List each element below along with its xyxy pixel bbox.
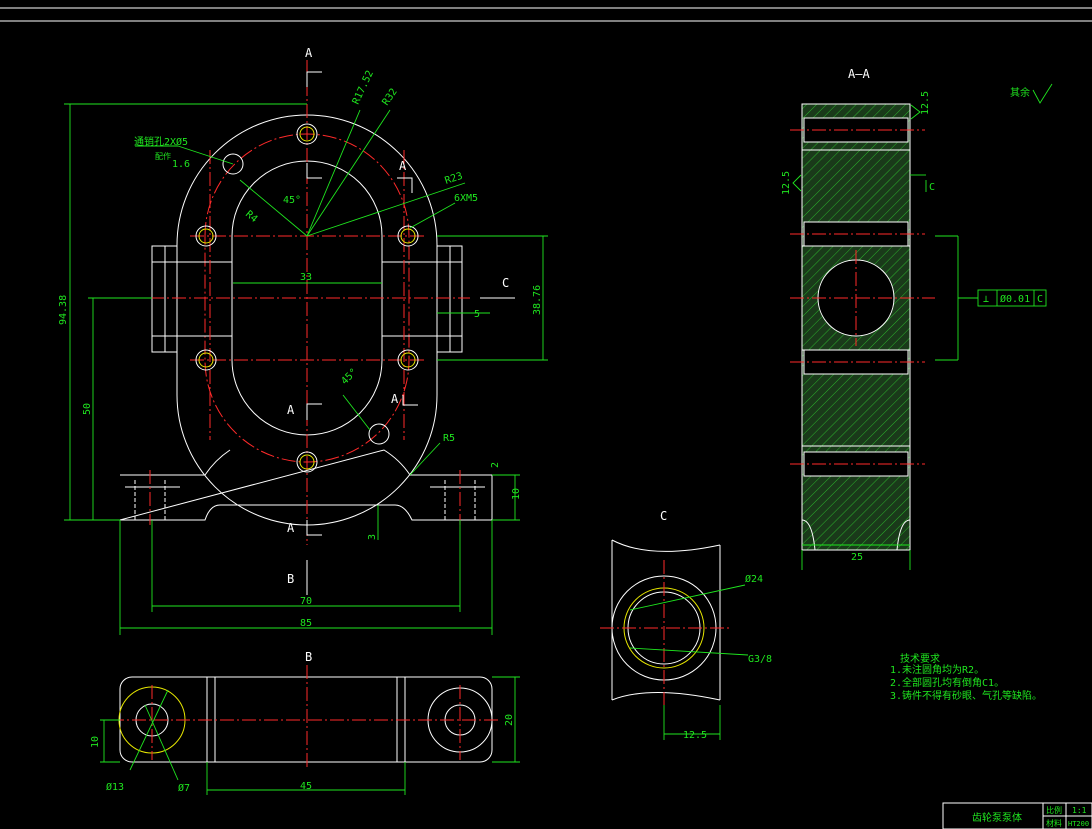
view-c-title: C (660, 509, 667, 523)
dim-through-hole: 通销孔2XØ5 (134, 135, 188, 148)
dim-width-33: 33 (300, 272, 312, 283)
tolerance-symbol: ⊥ (983, 294, 989, 305)
notes: 其余 技术要求 1.未注圆角均为R2。 2.全部圆孔均有倒角C1。 3.铸件不得… (890, 86, 1042, 702)
tech-requirements-title: 技术要求 (900, 652, 940, 665)
main-view (119, 60, 515, 595)
dim-b-width-45: 45 (300, 781, 312, 792)
sheet-border (0, 7, 1092, 22)
dim-c-thread: G3/8 (748, 654, 772, 665)
tolerance-value: Ø0.01 (1000, 293, 1030, 305)
dim-aa-datum: C (929, 182, 935, 193)
dim-r23: R23 (444, 171, 465, 187)
tech-requirement-2: 2.全部圆孔均有倒角C1。 (890, 676, 1004, 689)
section-label-a-top: A (305, 46, 313, 60)
dim-height-38-76: 38.76 (532, 285, 543, 315)
dim-aa-roughness-left: 12.5 (781, 171, 792, 195)
section-aa-view (790, 83, 1053, 570)
dim-angle-45-top: 45° (283, 195, 301, 206)
dim-c-width-12-5: 12.5 (683, 730, 707, 741)
dim-roughness-1-6: 1.6 (172, 159, 190, 170)
dim-aa-roughness-top: 12.5 (920, 91, 931, 115)
material-label: 材料 (1046, 818, 1062, 828)
dim-angle-45-bottom: 45° (339, 367, 360, 388)
view-arrow-c-label: C (502, 276, 509, 290)
bolt-hole-group (195, 123, 419, 473)
main-view-dimensions (64, 103, 548, 635)
scale-label: 比例 (1046, 805, 1062, 815)
dim-2: 2 (490, 462, 501, 468)
dim-width-70: 70 (300, 596, 312, 607)
dim-height-50: 50 (82, 403, 93, 415)
material-value: HT200 (1068, 820, 1089, 828)
dim-r17-5: R17.52 (351, 69, 376, 106)
section-label-a-bottom: A (287, 521, 295, 535)
section-label-a-right: A (399, 159, 407, 173)
view-b-title: B (305, 650, 312, 664)
section-label-a-mid-right: A (391, 392, 399, 406)
tech-requirement-3: 3.铸件不得有砂眼、气孔等缺陷。 (890, 689, 1042, 702)
tech-requirement-1: 1.未注圆角均为R2。 (890, 663, 984, 676)
view-arrow-b-label: B (287, 572, 294, 586)
dim-aa-width-25: 25 (851, 552, 863, 563)
tolerance-datum: C (1037, 294, 1043, 305)
part-name: 齿轮泵泵体 (972, 811, 1022, 824)
title-block (942, 802, 1092, 829)
dim-r32: R32 (380, 87, 399, 108)
dim-b-dia-7: Ø7 (178, 782, 190, 794)
dim-height-94-38: 94.38 (58, 295, 69, 325)
section-label-a-mid: A (287, 403, 295, 417)
view-b (100, 665, 520, 795)
dim-thread-holes: 6XM5 (454, 193, 478, 204)
rest-roughness-note: 其余 (1010, 86, 1030, 99)
dim-b-dia-13: Ø13 (106, 781, 124, 793)
dim-small-r4: R4 (243, 209, 259, 225)
dim-3: 3 (367, 534, 378, 540)
dim-10-side: 10 (511, 488, 522, 500)
section-aa-title: A—A (848, 67, 870, 81)
dim-r5: R5 (443, 433, 455, 444)
view-c (600, 539, 749, 740)
dim-b-10: 10 (90, 736, 101, 748)
scale-value: 1:1 (1072, 806, 1087, 815)
view-labels: A A A A A C B A—A C B (287, 46, 870, 664)
dim-b-20: 20 (504, 714, 515, 726)
dim-5: 5 (474, 309, 480, 320)
dim-c-dia-24: Ø24 (745, 573, 763, 585)
dim-fit-label: 配作 (155, 151, 171, 161)
dim-width-85: 85 (300, 618, 312, 629)
dimension-labels: R17.52 R32 R23 6XM5 通销孔2XØ5 配作 1.6 45° 4… (58, 69, 1043, 794)
title-block-text: 齿轮泵泵体 比例 1:1 材料 HT200 (972, 805, 1089, 828)
